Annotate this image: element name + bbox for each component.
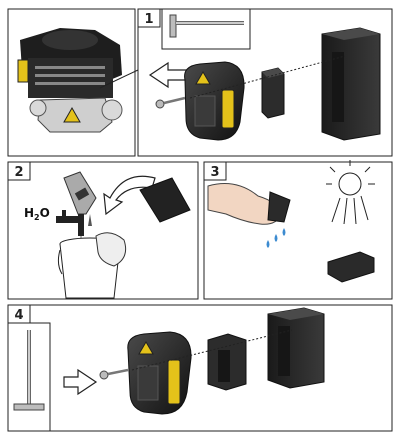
t-wrench-icon [161, 8, 251, 50]
chemical-label-h2o: H2O [24, 206, 50, 222]
step-3-number: 3 [210, 165, 219, 180]
t-wrench-icon [7, 322, 51, 432]
detergent-bottle-icon [63, 171, 97, 226]
step-1-panel: 1 [7, 8, 393, 157]
curved-arrow-icon [103, 175, 156, 216]
screw-icon [99, 368, 129, 380]
hand-icon [207, 183, 291, 225]
step-2-panel: 2 H2O [7, 161, 199, 300]
step-1-number: 1 [144, 12, 153, 27]
water-drops-icon [266, 228, 286, 248]
air-filter-block-icon [321, 27, 381, 141]
step-4-panel: 4 [7, 304, 393, 432]
filter-cover-icon [184, 61, 245, 141]
sun-icon [326, 160, 375, 225]
step-4-number: 4 [14, 308, 23, 323]
screw-icon [155, 96, 186, 109]
filter-cover-icon [127, 331, 192, 415]
step-3-panel: 3 [203, 160, 393, 300]
foam-element-icon [207, 333, 247, 391]
air-filter-block-icon [267, 307, 325, 389]
engine-illustration [7, 8, 139, 157]
svg-text:H2O: H2O [24, 206, 50, 222]
arrow-right-icon [63, 368, 98, 396]
bucket-icon [57, 232, 127, 299]
foam-element-icon [261, 67, 285, 119]
step-2-number: 2 [14, 165, 23, 180]
